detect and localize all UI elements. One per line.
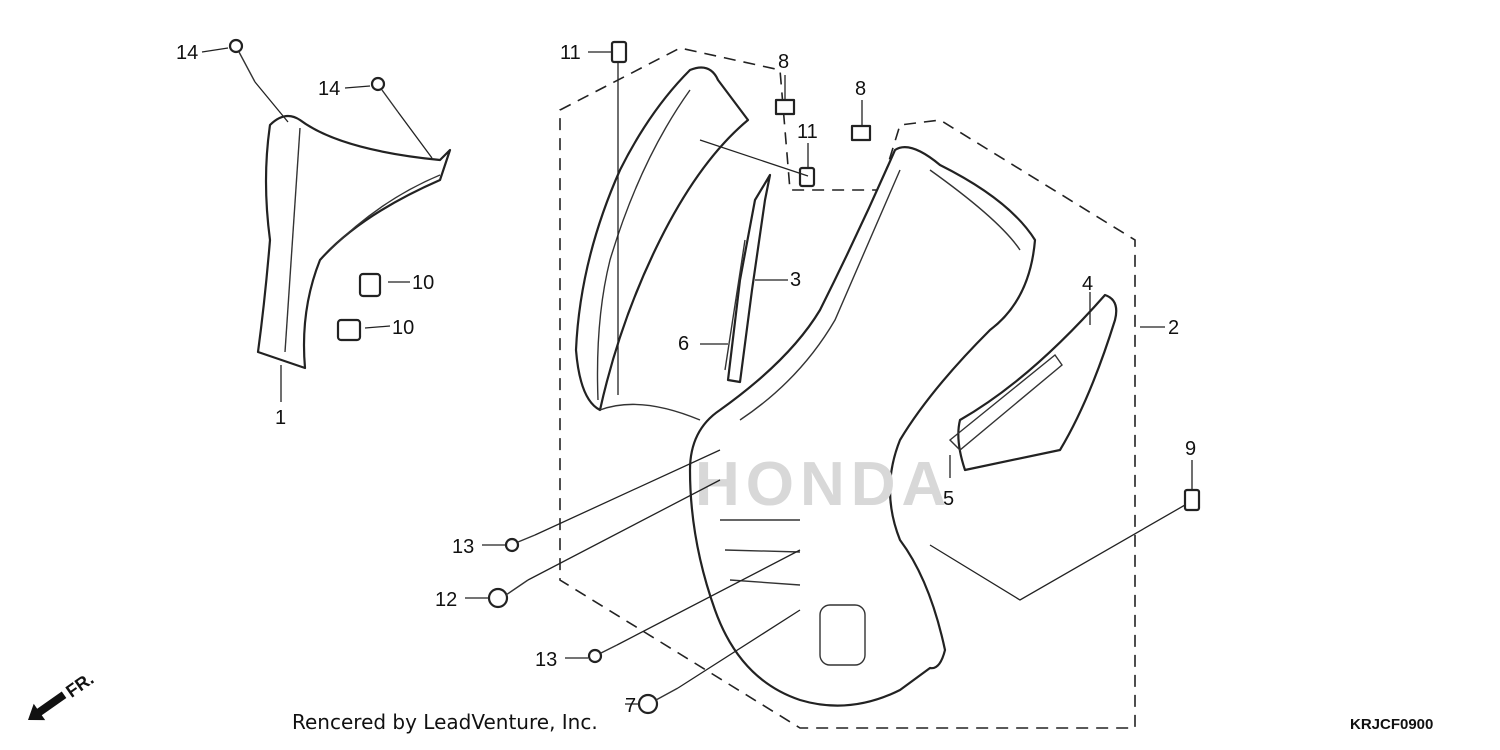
leader-lines — [201, 47, 1193, 705]
part-2-front-cover — [688, 146, 1037, 707]
part-13-screw-a — [504, 537, 520, 553]
part-7-shaft — [655, 687, 679, 701]
inner-shield — [574, 66, 750, 412]
part-13-shaft-a — [517, 534, 536, 543]
part-5-strip — [724, 239, 746, 371]
callout-9: 9 — [1185, 438, 1196, 460]
part-11-clip-a — [610, 40, 628, 64]
part-10-clip-b — [336, 318, 362, 342]
callout-10a: 10 — [412, 272, 434, 294]
callout-11a: 11 — [560, 42, 581, 64]
callout-8b: 8 — [855, 78, 866, 100]
callout-13b: 13 — [535, 649, 557, 671]
part-13-screw-b — [587, 648, 603, 664]
part-3-strip — [726, 173, 772, 384]
direction-label: FR. — [62, 668, 97, 701]
part-12-bolt — [487, 587, 509, 609]
callout-14b: 14 — [318, 78, 340, 100]
part-1-ridge — [329, 174, 441, 251]
callout-14a: 14 — [176, 42, 198, 64]
part-14-shaft-b — [381, 89, 399, 113]
callout-13a: 13 — [452, 536, 474, 558]
credit-text: Rencered by LeadVenture, Inc. — [292, 710, 598, 734]
part-14-screw-b — [370, 76, 386, 92]
part-6-stripe — [948, 353, 1063, 451]
callout-6: 5 — [943, 488, 954, 510]
part-2-inner-ridge — [739, 169, 901, 421]
logo-watermark: HONDA — [695, 450, 952, 519]
part-9-clip — [1183, 488, 1201, 512]
part-7-bolt — [637, 693, 659, 715]
callout-12: 12 — [435, 589, 457, 611]
front-direction-arrow: FR. — [28, 668, 97, 721]
part-8-nut-a — [774, 98, 796, 116]
part-2-vent-lower — [819, 604, 866, 666]
part-2-top-ridge — [929, 169, 1021, 251]
callout-5: 6 — [678, 333, 689, 355]
callout-2: 2 — [1168, 317, 1179, 339]
part-1-side-cover — [256, 114, 452, 370]
callout-11b: 11 — [797, 121, 818, 143]
callout-3: 3 — [790, 269, 801, 291]
part-4-panel — [957, 293, 1118, 472]
callout-8a: 8 — [778, 51, 789, 73]
inner-shield-edge — [596, 89, 691, 401]
callout-4: 4 — [1082, 273, 1093, 295]
part-1-edge — [284, 127, 301, 353]
callout-10b: 10 — [392, 317, 414, 339]
part-8-nut-b — [850, 124, 872, 142]
part-10-clip-a — [358, 272, 382, 298]
part-12-shaft — [505, 579, 529, 596]
diagram-code: KRJCF0900 — [1350, 716, 1434, 733]
part-13-shaft-b — [600, 644, 618, 654]
part-11-clip-b — [798, 166, 816, 188]
callout-7: 7 — [625, 695, 636, 717]
part-14-shaft-a — [238, 51, 256, 83]
callout-1: 1 — [275, 407, 286, 429]
part-14-screw-a — [228, 38, 244, 54]
assembly-boundary — [559, 47, 1136, 729]
inner-shield-bottom — [599, 403, 701, 421]
